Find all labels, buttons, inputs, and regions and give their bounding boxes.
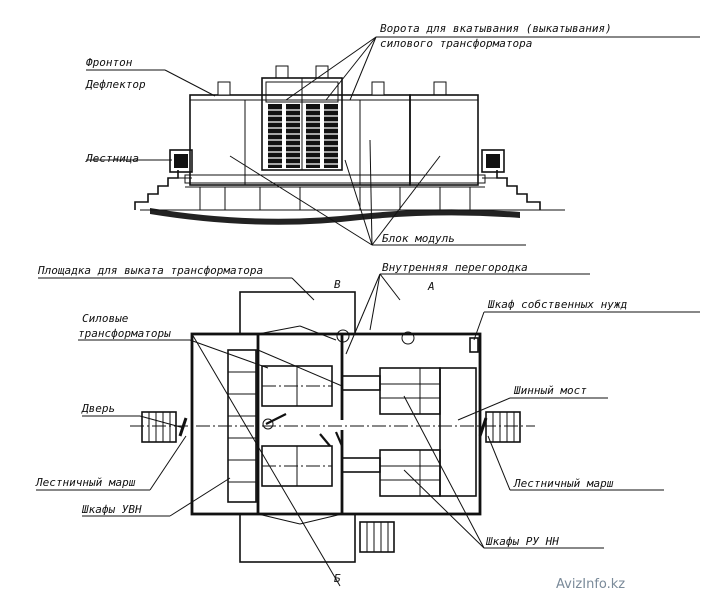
label-deflector: Дефлектор <box>85 78 146 91</box>
door-right <box>478 417 488 437</box>
lv-cabinets <box>379 367 441 497</box>
rollout-platform-bottom <box>239 513 356 563</box>
label-hv-cabinets: Шкафы УВН <box>81 503 142 516</box>
rollout-platform-top <box>239 291 356 335</box>
ladder-bottom <box>359 521 395 553</box>
watermark: AvizInfo.kz <box>548 570 716 596</box>
door-left <box>178 417 188 437</box>
plan-view: Площадка для выката трансформатора Внутр… <box>35 261 700 587</box>
plan-outline <box>190 332 482 516</box>
label-power-transformers-1: Силовые <box>82 312 129 325</box>
ladder-right <box>485 411 521 443</box>
label-ladder: Лестница <box>85 152 139 165</box>
section-marker-a <box>401 331 415 345</box>
bus-ducts <box>341 375 381 473</box>
right-ladder <box>481 149 541 210</box>
label-gate-line1: Ворота для вкатывания (выкатывания) <box>380 22 612 35</box>
label-section-a: А <box>427 280 435 293</box>
label-aux-cabinet: Шкаф собственных нужд <box>487 298 627 311</box>
label-bus-bridge: Шинный мост <box>513 384 587 397</box>
label-pediment: Фронтон <box>86 56 133 69</box>
label-section-b-bottom: Б <box>334 572 341 585</box>
label-ladder-march-right: Лестничный марш <box>513 477 614 490</box>
label-gate-line2: силового трансформатора <box>380 37 532 50</box>
label-door: Дверь <box>81 402 115 415</box>
bus-bridge <box>439 367 477 497</box>
section-marker-b <box>336 329 350 343</box>
label-inner-partition: Внутренняя перегородка <box>382 261 528 274</box>
ground-hatch <box>140 208 565 225</box>
elevation-leaders <box>86 36 700 246</box>
label-power-transformers-2: трансформаторы <box>78 327 171 340</box>
watermark-text: AvizInfo.kz <box>556 577 625 592</box>
gate-louvres <box>261 77 343 171</box>
left-ladder <box>134 149 193 210</box>
plan-leaders <box>36 273 700 549</box>
label-lv-cabinets: Шкафы РУ НН <box>485 535 559 548</box>
label-section-b-top: В <box>334 278 341 291</box>
label-rollout-platform: Площадка для выката трансформатора <box>37 264 263 277</box>
elevation-view: Ворота для вкатывания (выкатывания) сило… <box>85 22 700 246</box>
power-transformers <box>261 365 333 487</box>
ladder-left <box>141 411 177 443</box>
label-ladder-march-left: Лестничный марш <box>35 476 136 489</box>
deflectors <box>217 65 447 96</box>
aux-cabinet <box>469 337 479 353</box>
label-block-module: Блок модуль <box>382 232 455 245</box>
